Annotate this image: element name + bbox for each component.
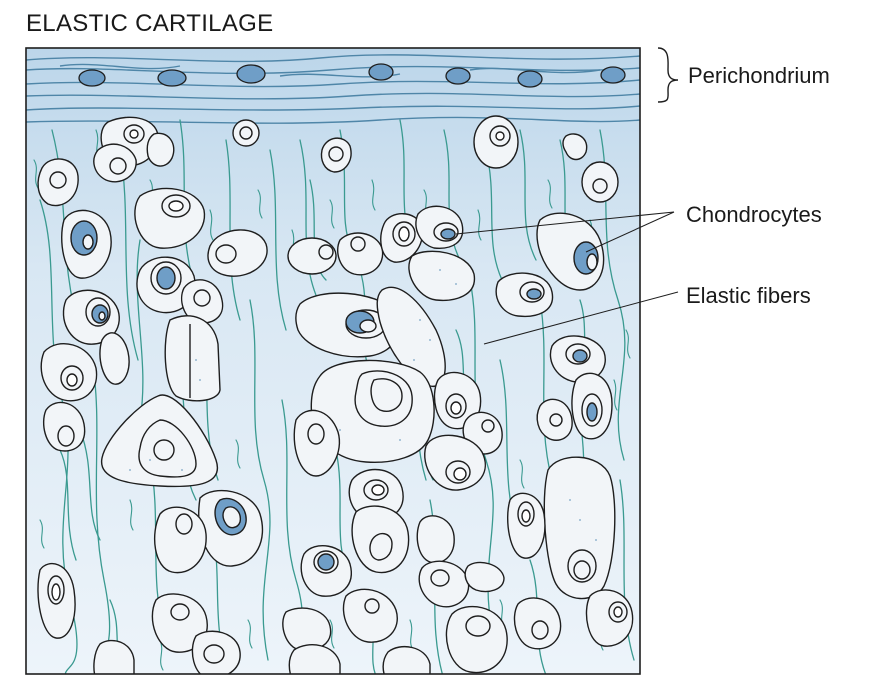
chondrocyte (380, 213, 424, 263)
perichondrium-label: Perichondrium (688, 63, 830, 88)
chondrocyte (581, 161, 619, 203)
chondrocyte (536, 212, 605, 291)
chondrocyte (382, 645, 431, 674)
chondrocyte (342, 588, 398, 643)
chondrocyte (134, 187, 206, 249)
chondrocyte (445, 605, 508, 674)
chondrocyte (282, 607, 332, 651)
chondrocyte (164, 315, 221, 402)
chondrocyte (549, 335, 606, 383)
chondrocyte (99, 332, 130, 385)
chondrocyte (351, 505, 410, 574)
chondrocyte (415, 205, 464, 249)
chondrocyte (543, 456, 616, 600)
leader-lines (455, 211, 679, 345)
chondrocyte (62, 289, 120, 345)
chondrocyte (536, 398, 573, 441)
chondrocytes-label: Chondrocytes (686, 202, 822, 227)
chondrocyte (146, 132, 175, 167)
chondrocyte (93, 639, 135, 674)
chondrocyte (300, 545, 352, 597)
elastic-fibers-label: Elastic fibers (686, 283, 811, 308)
chondrocyte (93, 143, 137, 183)
chondrocyte-cells (37, 115, 634, 674)
chondrocyte (310, 359, 435, 463)
chondrocyte (571, 372, 613, 440)
chondrocyte (336, 232, 384, 276)
chondrocyte (42, 401, 86, 452)
chondrocyte (207, 229, 268, 277)
perichondrium-nuclei (78, 63, 626, 88)
matrix-stipple (129, 269, 597, 541)
chondrocyte (433, 371, 482, 430)
chondrocyte (232, 119, 260, 147)
chondrocyte (100, 394, 219, 488)
chondrocytes-leader-1 (455, 211, 675, 235)
chondrocyte (198, 489, 264, 567)
chondrocyte (153, 506, 207, 574)
chondrocyte (464, 561, 505, 593)
chondrocyte (136, 256, 196, 314)
chondrocyte (562, 133, 588, 161)
chondrocyte (37, 562, 76, 639)
tissue-border (25, 47, 641, 675)
chondrocyte (191, 630, 241, 674)
perichondrium-brace (657, 47, 679, 103)
chondrocyte (513, 597, 562, 650)
chondrocyte (287, 237, 337, 275)
chondrocyte (473, 115, 519, 169)
chondrocyte (180, 279, 224, 324)
chondrocyte (585, 589, 634, 647)
diagram-title: ELASTIC CARTILAGE (26, 10, 274, 37)
chondrocyte (295, 292, 401, 358)
chondrocyte (408, 250, 476, 302)
chondrocyte (495, 272, 554, 318)
chondrocyte (293, 409, 341, 477)
chondrocyte (61, 209, 112, 279)
chondrocyte (507, 492, 546, 559)
chondrocyte (418, 560, 470, 608)
chondrocyte (288, 644, 341, 674)
chondrocyte (37, 158, 79, 207)
chondrocyte (416, 515, 455, 564)
chondrocyte (424, 434, 486, 491)
chondrocyte (320, 137, 352, 173)
chondrocyte (40, 343, 98, 402)
chondrocytes-leader-2 (585, 211, 675, 253)
elastic-fibers-leader (483, 291, 679, 345)
